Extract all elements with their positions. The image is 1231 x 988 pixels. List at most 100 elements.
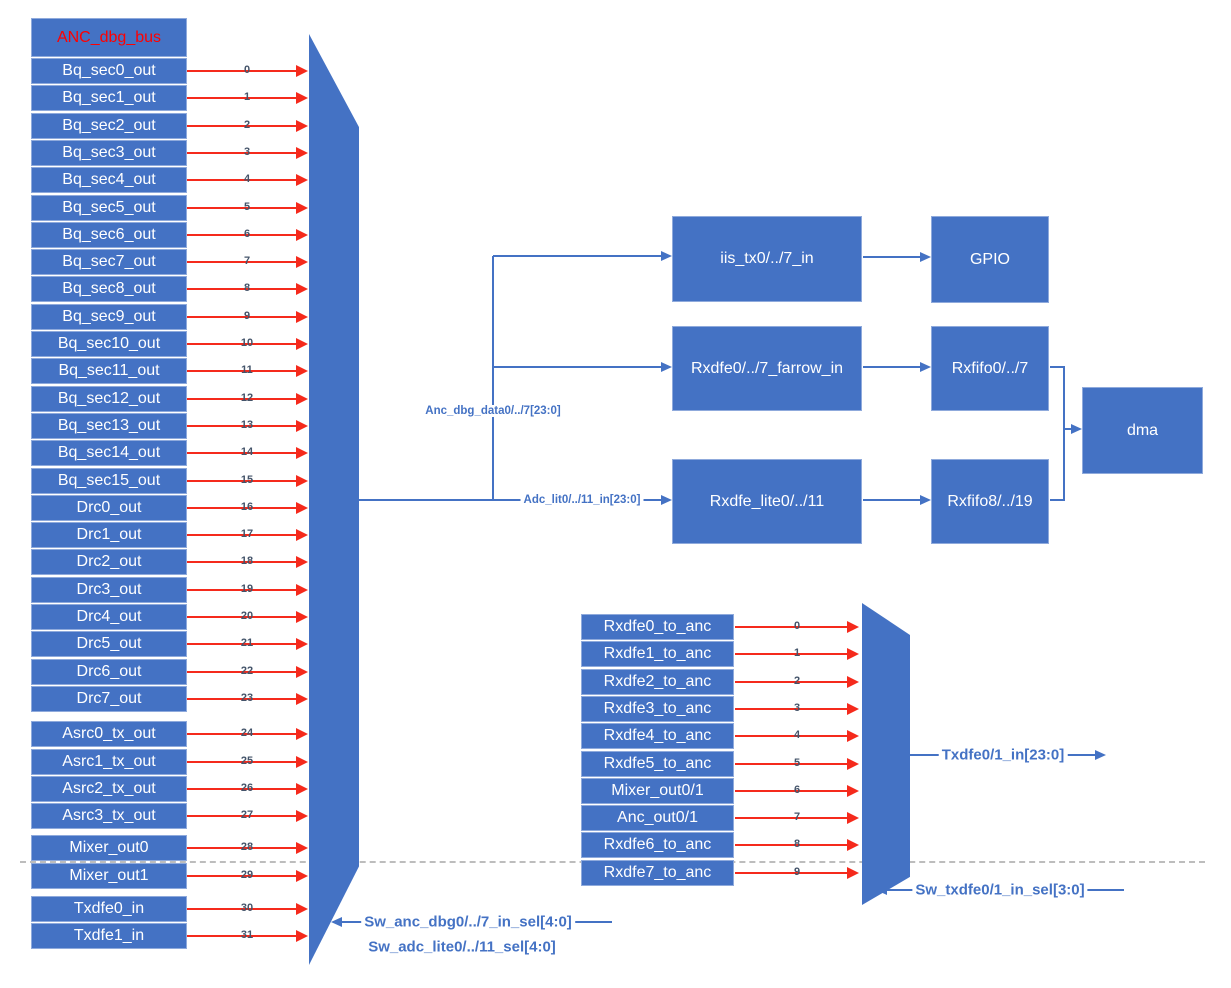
- signal-box: Bq_sec4_out: [31, 167, 187, 194]
- wire-number: 2: [243, 118, 251, 131]
- wire-arrowhead-icon: [296, 447, 308, 460]
- wire-number: 18: [240, 555, 254, 568]
- net-label-sw-txdfe-sel: Sw_txdfe0/1_in_sel[3:0]: [912, 881, 1088, 899]
- signal-box: Bq_sec12_out: [31, 385, 187, 412]
- wire-arrowhead-icon: [847, 675, 859, 688]
- signal-box: Rxdfe5_to_anc: [581, 750, 734, 777]
- signal-box: Bq_sec13_out: [31, 412, 187, 439]
- wire-number: 2: [793, 674, 801, 687]
- signal-box: Drc0_out: [31, 494, 187, 521]
- signal-wire: [187, 397, 296, 400]
- rxfifo0-block-label: Rxfifo0/../7: [951, 359, 1029, 377]
- net-label-txdfe-out: Txdfe0/1_in[23:0]: [938, 746, 1068, 764]
- signal-label: Bq_sec1_out: [62, 89, 156, 107]
- rxdfe-lite-block: Rxdfe_lite0/../11: [672, 459, 862, 544]
- net-iis-arrowhead-icon: [661, 251, 672, 261]
- wire-arrowhead-icon: [296, 474, 308, 487]
- signal-label: Drc0_out: [76, 498, 142, 516]
- wire-number: 21: [240, 637, 254, 650]
- signal-wire: [187, 206, 296, 209]
- signal-label: Mixer_out1: [69, 866, 149, 884]
- signal-box: Bq_sec10_out: [31, 331, 187, 357]
- signal-label: Bq_sec11_out: [58, 362, 160, 380]
- wire-number: 19: [240, 582, 254, 595]
- wire-arrowhead-icon: [296, 755, 308, 768]
- signal-wire: [187, 561, 296, 564]
- signal-wire: [187, 760, 296, 763]
- wire-number: 13: [240, 418, 254, 431]
- signal-label: Mixer_out0: [69, 839, 149, 857]
- wire-arrowhead-icon: [296, 842, 308, 855]
- signal-wire: [187, 315, 296, 318]
- signal-wire: [187, 534, 296, 537]
- wire-arrowhead-icon: [847, 757, 859, 770]
- signal-wire: [187, 935, 296, 938]
- net-farrow-arrowhead-icon: [661, 362, 672, 372]
- wire-number: 12: [240, 391, 254, 404]
- signal-wire: [735, 817, 847, 820]
- signal-wire: [735, 626, 847, 628]
- signal-label: Txdfe0_in: [73, 900, 145, 917]
- signal-wire: [187, 815, 296, 818]
- net-label-sw-adc-sel: Sw_adc_lite0/../11_sel[4:0]: [368, 938, 556, 956]
- signal-label: Rxdfe7_to_anc: [603, 863, 712, 881]
- signal-label: Asrc3_tx_out: [62, 807, 156, 825]
- wire-arrowhead-icon: [296, 283, 308, 296]
- wire-number: 5: [243, 200, 251, 213]
- signal-box: Asrc0_tx_out: [31, 721, 187, 748]
- signal-box: Bq_sec8_out: [31, 276, 187, 303]
- signal-label: Bq_sec10_out: [57, 335, 161, 352]
- gpio-block: GPIO: [931, 216, 1049, 303]
- signal-label: Drc4_out: [76, 608, 142, 625]
- wire-arrowhead-icon: [296, 501, 308, 514]
- wire-arrowhead-icon: [296, 583, 308, 596]
- wire-arrowhead-icon: [296, 638, 308, 651]
- signal-label: Bq_sec2_out: [62, 116, 156, 134]
- net-iis-to-gpio-arrowhead-icon: [920, 252, 931, 262]
- signal-box: Bq_sec2_out: [31, 112, 187, 139]
- net-rxfifo8-out-line: [1050, 499, 1065, 501]
- signal-wire: [187, 452, 296, 455]
- wire-number: 25: [240, 754, 254, 767]
- signal-label: Asrc0_tx_out: [62, 725, 156, 743]
- signal-wire: [187, 847, 296, 850]
- signal-box: Asrc2_tx_out: [31, 775, 187, 802]
- txdfe-mux-shape: [862, 603, 910, 905]
- signal-box: Rxdfe1_to_anc: [581, 641, 734, 668]
- signal-label: Anc_out0/1: [617, 809, 698, 827]
- wire-number: 8: [243, 282, 251, 295]
- wire-number: 1: [793, 647, 801, 660]
- anc-dbg-bus-header: ANC_dbg_bus: [31, 18, 187, 57]
- iis-tx-block-label: iis_tx0/../7_in: [720, 250, 814, 267]
- wire-arrowhead-icon: [296, 310, 308, 323]
- signal-box: Asrc3_tx_out: [31, 803, 187, 830]
- signal-wire: [187, 424, 296, 427]
- signal-wire: [187, 233, 296, 236]
- signal-wire: [187, 588, 296, 591]
- wire-arrowhead-icon: [296, 174, 308, 187]
- wire-number: 5: [793, 756, 801, 769]
- signal-label: Bq_sec14_out: [57, 444, 161, 462]
- signal-label: Bq_sec4_out: [62, 171, 156, 189]
- signal-box: Bq_sec5_out: [31, 194, 187, 221]
- signal-wire: [187, 670, 296, 673]
- signal-wire: [735, 707, 847, 710]
- net-branch-vertical-line: [492, 256, 494, 501]
- signal-wire: [187, 908, 296, 910]
- signal-wire: [187, 479, 296, 482]
- signal-box: Rxdfe0_to_anc: [581, 614, 734, 640]
- dma-block: dma: [1082, 387, 1203, 474]
- wire-arrowhead-icon: [296, 728, 308, 741]
- dma-block-label: dma: [1126, 421, 1159, 439]
- signal-label: Asrc2_tx_out: [62, 779, 156, 797]
- signal-box: Rxdfe2_to_anc: [581, 668, 734, 695]
- wire-arrowhead-icon: [296, 782, 308, 795]
- signal-box: Bq_sec11_out: [31, 358, 187, 385]
- wire-number: 26: [240, 781, 254, 794]
- net-dma-arrowhead-icon: [1071, 424, 1082, 434]
- wire-arrowhead-icon: [296, 201, 308, 214]
- anc-dbg-bus-label: ANC_dbg_bus: [56, 28, 162, 46]
- signal-label: Bq_sec8_out: [62, 280, 156, 298]
- wire-arrowhead-icon: [296, 869, 308, 882]
- signal-box: Bq_sec7_out: [31, 249, 187, 276]
